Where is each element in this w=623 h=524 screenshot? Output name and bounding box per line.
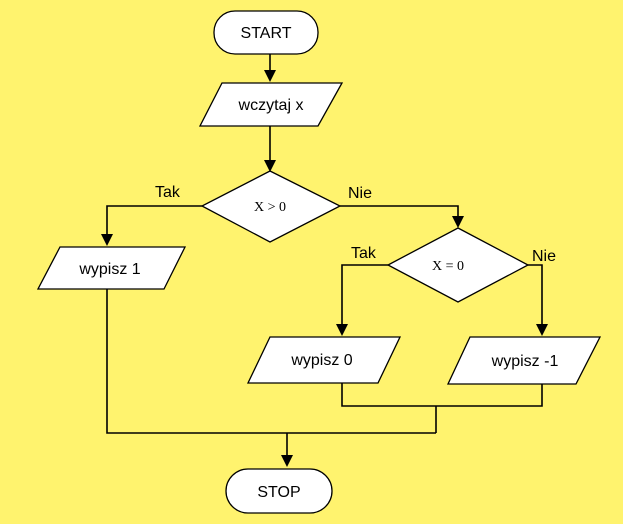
output-neg1-parallelogram-shape — [446, 336, 602, 385]
arrowhead-decision2-no — [536, 324, 548, 336]
decision1-no-label: Nie — [348, 185, 372, 202]
stop-label: STOP — [257, 484, 300, 501]
start-label: START — [241, 25, 292, 42]
output1-node: wypisz 1 — [36, 246, 187, 290]
decision2-label: X = 0 — [432, 259, 464, 274]
start-node: START — [213, 10, 319, 55]
decision1-yes-label: Tak — [155, 184, 181, 201]
connector-decision2-no — [528, 264, 543, 326]
decision1-node: X > 0 — [200, 170, 342, 243]
arrowhead-input-decision1 — [264, 160, 276, 172]
stop-node: STOP — [225, 468, 333, 514]
connector-merge-outputs-0-neg1 — [341, 383, 543, 407]
decision1-diamond-shape — [200, 170, 342, 243]
output1-label: wypisz 1 — [78, 261, 140, 278]
arrowhead-start-input — [264, 70, 276, 82]
output0-label: wypisz 0 — [290, 352, 352, 369]
input-parallelogram-shape — [198, 82, 344, 127]
decision2-diamond-shape — [386, 227, 530, 303]
output0-parallelogram-shape — [246, 336, 402, 384]
input-node: wczytaj x — [198, 82, 344, 127]
output-neg1-label: wypisz -1 — [491, 353, 559, 370]
decision2-node: X = 0 — [386, 227, 530, 303]
connector-output1-merge — [106, 289, 436, 434]
connector-decision1-no — [340, 205, 459, 216]
output1-parallelogram-shape — [36, 246, 187, 290]
decision1-label: X > 0 — [254, 200, 286, 215]
decision2-no-label: Nie — [532, 248, 556, 265]
start-terminal-shape — [213, 10, 319, 55]
decision2-yes-label: Tak — [351, 245, 377, 262]
arrowhead-decision1-no — [452, 216, 464, 228]
input-label: wczytaj x — [238, 97, 304, 114]
connector-decision2-yes — [341, 264, 388, 326]
arrowhead-merge-stop — [281, 455, 293, 467]
arrowhead-decision1-yes — [101, 234, 113, 246]
arrowhead-decision2-yes — [336, 324, 348, 336]
stop-terminal-shape — [225, 468, 333, 514]
connector-decision1-yes — [106, 205, 202, 236]
output0-node: wypisz 0 — [246, 336, 402, 384]
output-neg1-node: wypisz -1 — [446, 336, 602, 385]
